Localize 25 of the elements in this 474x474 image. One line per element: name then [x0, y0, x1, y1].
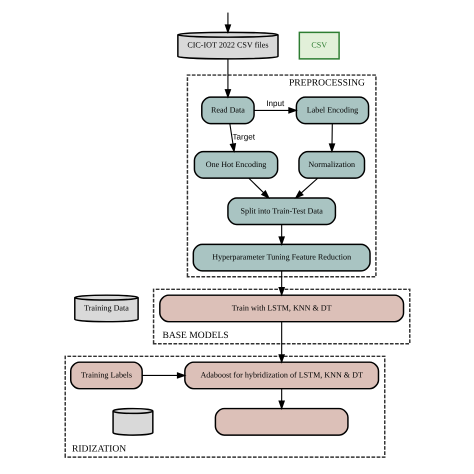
label: CSV: [310, 40, 327, 50]
arrow: [228, 123, 236, 152]
arrow: [278, 224, 285, 246]
arrow: [278, 321, 285, 364]
edge-label: Target: [232, 132, 254, 142]
arrow: [254, 106, 298, 114]
node-box: Hyperparameter Tuning Feature Reduction: [192, 243, 370, 272]
arrow: [224, 58, 231, 98]
arrow: [224, 12, 231, 34]
node-box: One Hot Encoding: [193, 150, 278, 178]
node-box: Read Data: [200, 96, 254, 124]
arrow: [294, 177, 318, 199]
node-box: Training Labels: [70, 360, 142, 389]
edge-label: Input: [266, 98, 284, 108]
arrow: [142, 372, 186, 378]
node-box: Label Encoding: [295, 96, 369, 124]
arrow: [278, 270, 285, 296]
arrow: [328, 123, 335, 152]
arrow: [248, 177, 270, 199]
arrow: [278, 388, 285, 410]
node-box: Train with LSTM, KNN & DT: [158, 294, 404, 322]
node-box: Adaboost for hybridization of LSTM, KNN & DT: [184, 360, 379, 389]
node-box: [214, 407, 348, 436]
node-box: Split into Train-Test Data: [226, 196, 336, 225]
node-box: Normalization: [298, 150, 365, 178]
